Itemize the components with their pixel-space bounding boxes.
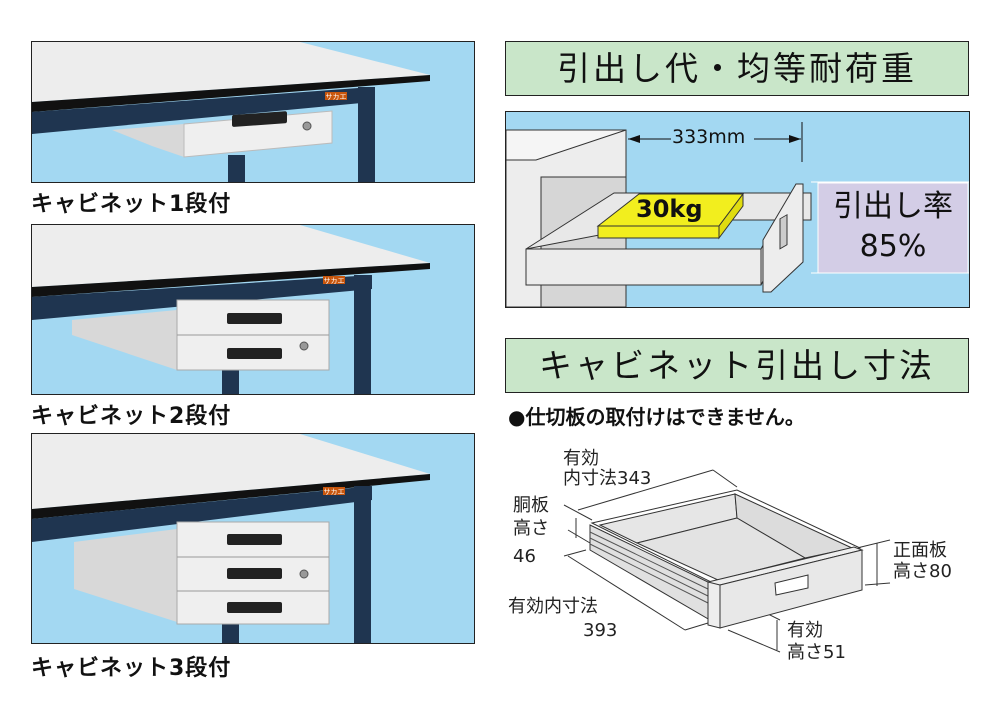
drawer-dimension-diagram <box>563 469 891 653</box>
svg-text:サカエ: サカエ <box>324 277 345 285</box>
inner-width-label-2: 内寸法343 <box>563 468 652 489</box>
side-height-label-1: 胴板 <box>513 495 549 516</box>
side-height-label-2: 高さ <box>513 518 549 539</box>
photo-cabinet-3-drawers: サカエ <box>31 433 475 644</box>
header-drawer-extension-load: 引出し代・均等耐荷重 <box>505 41 969 96</box>
effective-height-label-2: 高さ51 <box>787 642 846 663</box>
photo-cabinet-2-drawers: サカエ <box>31 224 475 395</box>
inner-depth-value: 393 <box>583 620 618 641</box>
extension-ratio-value: 85% <box>859 229 927 264</box>
drawer-extension-illustration <box>506 122 969 307</box>
inner-width-label-1: 有効 <box>563 448 599 469</box>
side-height-value: 46 <box>513 546 536 567</box>
header-cabinet-drawer-dimensions: キャビネット引出し寸法 <box>505 338 969 393</box>
photo-cabinet-1-drawer: サカエ <box>31 41 475 183</box>
front-height-label-1: 正面板 <box>893 540 947 561</box>
extension-dimension: 333mm <box>672 126 746 148</box>
divider-note: ●仕切板の取付けはできません。 <box>508 405 805 429</box>
load-capacity: 30kg <box>636 195 703 223</box>
inner-depth-label: 有効内寸法 <box>508 596 598 617</box>
workbench-2-drawer-illustration: サカエ <box>32 225 430 394</box>
caption-cabinet-2: キャビネット2段付 <box>31 404 232 429</box>
svg-text:サカエ: サカエ <box>324 488 345 496</box>
extension-ratio-label: 引出し率 <box>833 189 953 224</box>
workbench-3-drawer-illustration: サカエ <box>32 434 430 643</box>
brand-logo: サカエ <box>326 93 347 101</box>
drawer-extension-diagram: 333mm 30kg 引出し率 85% <box>505 111 970 308</box>
workbench-1-drawer-illustration: サカエ <box>32 42 430 182</box>
effective-height-label-1: 有効 <box>787 620 823 641</box>
caption-cabinet-3: キャビネット3段付 <box>31 656 232 681</box>
caption-cabinet-1: キャビネット1段付 <box>31 192 232 217</box>
front-height-label-2: 高さ80 <box>893 561 952 582</box>
